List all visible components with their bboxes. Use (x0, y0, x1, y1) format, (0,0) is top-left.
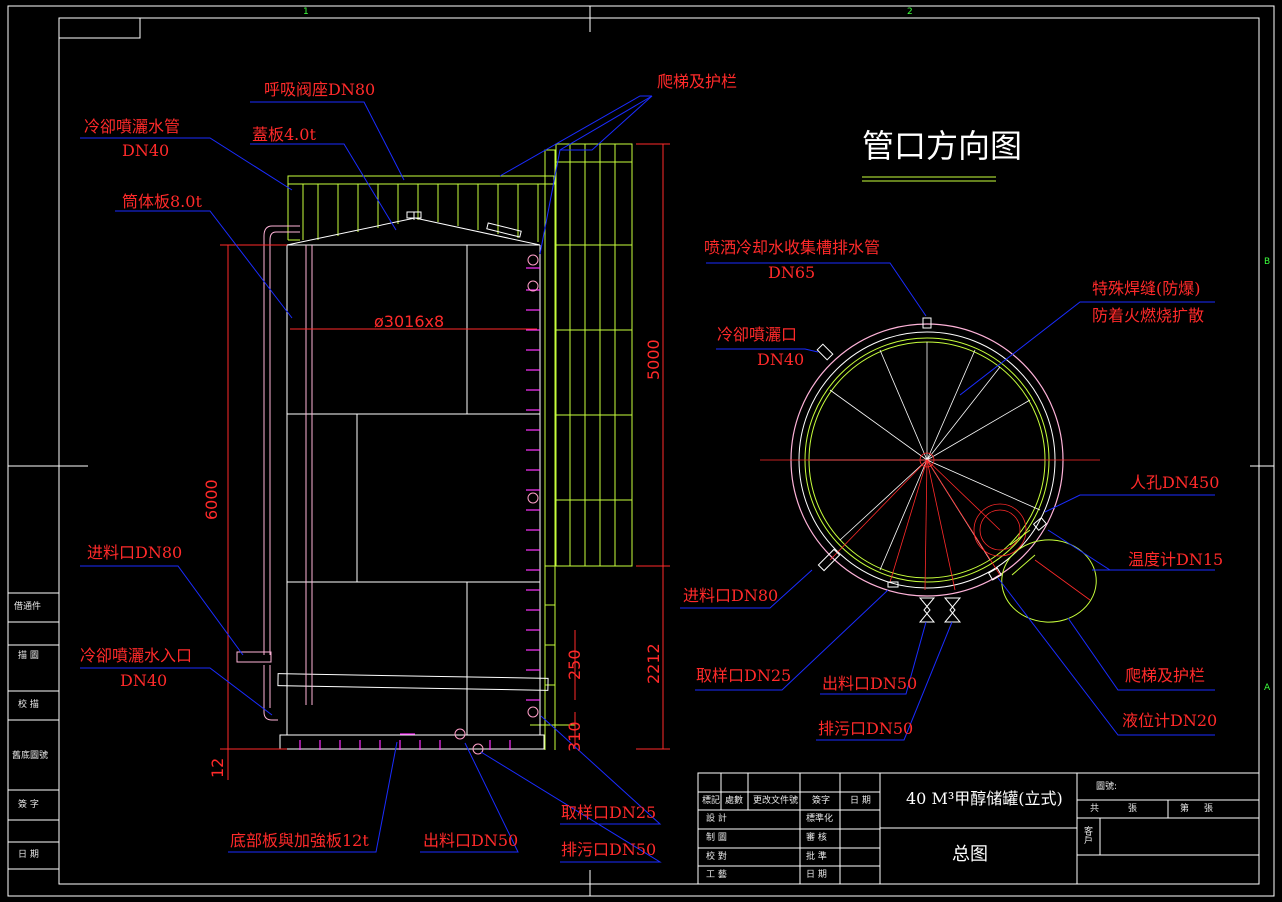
side-block-6: 日 期 (18, 850, 39, 860)
drawing-name: 40 M³甲醇储罐(立式) (906, 789, 1063, 808)
role-1: 設 計 (706, 814, 727, 824)
label-spray-pipe: 冷卻噴灑水管 (84, 117, 181, 136)
page-label: 第 (1180, 804, 1190, 814)
drawing-type: 总图 (952, 844, 988, 865)
plan-red-lines (760, 452, 1100, 601)
label-breather: 呼吸阀座DN80 (264, 80, 376, 99)
side-block-3: 校 描 (18, 700, 39, 710)
shell-ticks (299, 267, 540, 750)
side-block-5: 簽 字 (18, 800, 39, 810)
label-outlet: 出料口DN50 (423, 831, 519, 850)
plan-label-collect-drain: 喷洒冷却水收集槽排水管 (704, 238, 881, 257)
drawing-frame (7, 5, 1275, 897)
dim-height-total: 6000 (202, 479, 221, 520)
spray-pipes (236, 225, 313, 721)
rev-header-2: 處數 (725, 796, 744, 806)
label-spray-inlet-dn: DN40 (120, 671, 168, 690)
customer-label: 客 戶 (1084, 827, 1094, 846)
side-block (7, 592, 60, 870)
plan-label-sample: 取样口DN25 (696, 666, 792, 685)
sheets-label: 張 (1128, 804, 1138, 814)
plan-label-weld-1: 特殊焊缝(防爆) (1092, 279, 1201, 298)
plan-label-level: 液位计DN20 (1122, 711, 1218, 730)
side-block-4: 舊底圖號 (12, 751, 49, 761)
dim-lower-height: 2212 (644, 643, 663, 684)
side-block-2: 描 圖 (18, 651, 39, 661)
label-drain: 排污口DN50 (561, 840, 657, 859)
shell-nozzles (454, 254, 539, 755)
role-3: 校 對 (706, 852, 727, 862)
dim-310: 310 (565, 721, 584, 752)
dim-ladder-height: 5000 (644, 339, 663, 380)
grid-ref-1: 1 (303, 7, 309, 17)
label-bottom-plate: 底部板與加強板12t (230, 831, 369, 850)
role2-4: 日 期 (806, 870, 827, 880)
drawing-number-label: 圖號: (1096, 782, 1118, 792)
roof-railing (287, 175, 555, 242)
rev-header-3: 更改文件號 (753, 796, 799, 806)
role-4: 工 藝 (706, 870, 727, 880)
plan-label-ladder: 爬梯及护栏 (1125, 666, 1206, 685)
role-2: 制 圖 (706, 833, 727, 843)
dim-250: 250 (565, 649, 584, 680)
role2-1: 標準化 (806, 814, 834, 824)
plan-title: 管口方向图 (862, 127, 1023, 165)
title-block-frame (697, 772, 1260, 885)
label-cover-plate: 蓋板4.0t (252, 125, 316, 144)
plan-label-collect-drain-dn: DN65 (768, 263, 816, 282)
dim-12: 12 (208, 757, 227, 778)
plan-leader-lines (680, 176, 1215, 741)
rev-header-5: 日 期 (850, 796, 871, 806)
tank-shell (277, 211, 549, 750)
label-sample: 取样口DN25 (561, 803, 657, 822)
label-spray-inlet: 冷卻噴灑水入口 (80, 646, 193, 665)
plan-label-drain: 排污口DN50 (818, 719, 914, 738)
plan-ladder-platform (1001, 529, 1097, 623)
grid-ref-b: B (1264, 257, 1271, 267)
dimension-lines (220, 143, 670, 780)
rev-header-1: 標記 (702, 796, 721, 806)
dim-diameter: ø3016x8 (374, 312, 445, 331)
total-label: 共 (1090, 804, 1100, 814)
grid-ref-a: A (1264, 683, 1271, 693)
role2-2: 審 核 (806, 833, 827, 843)
side-block-1: 借通件 (14, 602, 42, 612)
leader-lines (80, 95, 662, 863)
plan-nozzles (816, 317, 1048, 623)
plan-label-spray-port: 冷卻噴灑口 (717, 325, 798, 344)
rev-header-4: 簽字 (812, 796, 831, 806)
plan-label-weld-2: 防着火燃烧扩散 (1092, 306, 1205, 325)
plan-label-spray-port-dn: DN40 (757, 350, 805, 369)
role2-3: 批 準 (806, 852, 827, 862)
plan-label-thermometer: 温度计DN15 (1128, 550, 1224, 569)
label-spray-pipe-dn: DN40 (122, 141, 170, 160)
grid-ref-2: 2 (907, 7, 913, 17)
label-ladder: 爬梯及护栏 (657, 72, 738, 91)
plan-label-outlet: 出料口DN50 (822, 674, 918, 693)
plan-label-manhole: 人孔DN450 (1130, 473, 1220, 492)
label-feed-inlet: 进料口DN80 (87, 543, 183, 562)
plan-label-feed-inlet: 进料口DN80 (683, 586, 779, 605)
label-shell-plate: 筒体板8.0t (122, 192, 202, 211)
page-unit-label: 張 (1204, 804, 1214, 814)
ladder-cage (530, 143, 633, 750)
